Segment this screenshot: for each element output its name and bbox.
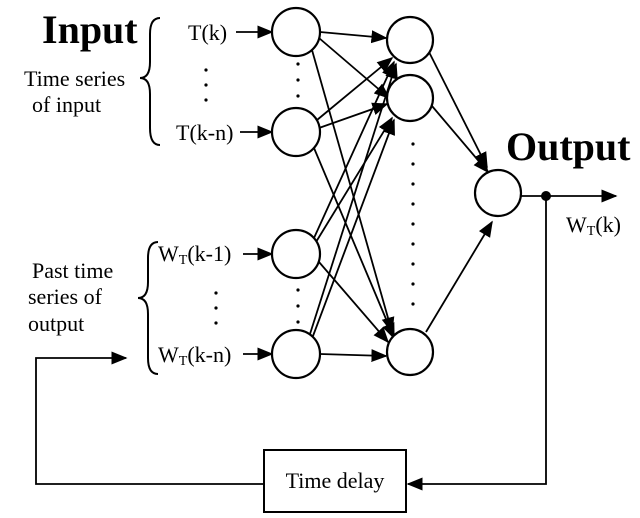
input-to-hidden-edges bbox=[309, 30, 398, 363]
input-node-w-k-1 bbox=[270, 228, 322, 280]
hidden-node-3 bbox=[385, 327, 435, 377]
input-node-t-k-n bbox=[270, 106, 322, 158]
hidden-node-2 bbox=[385, 73, 435, 123]
feedback-line-from-delay bbox=[35, 351, 264, 485]
past-desc-line2: series of bbox=[28, 284, 103, 309]
input-group-description: Time series of input bbox=[24, 66, 125, 117]
input-node-w-k-n bbox=[270, 328, 322, 380]
input-desc-line2: of input bbox=[32, 92, 101, 117]
time-delay-box bbox=[263, 449, 407, 513]
input-title: Input bbox=[42, 7, 138, 52]
input-label-w-k-n: WT(k-n) bbox=[158, 342, 231, 369]
hidden-layer-ellipsis bbox=[411, 142, 415, 306]
past-output-group-description: Past time series of output bbox=[28, 258, 113, 336]
input-label-t-k-n: T(k-n) bbox=[176, 120, 233, 145]
input-brace bbox=[139, 17, 161, 146]
input-label-w-k-1: WT(k-1) bbox=[158, 241, 231, 268]
hidden-to-output-edges bbox=[425, 49, 493, 333]
input-label-ellipsis-bottom bbox=[214, 291, 218, 325]
input-node-t-k bbox=[270, 6, 322, 58]
time-delay-label: Time delay bbox=[286, 468, 385, 493]
output-title: Output bbox=[506, 124, 631, 169]
past-desc-line1: Past time bbox=[32, 258, 113, 283]
input-desc-line1: Time series bbox=[24, 66, 125, 91]
input-label-ellipsis-top bbox=[204, 68, 208, 102]
past-output-brace bbox=[137, 241, 159, 375]
input-layer-ellipsis-top bbox=[296, 62, 300, 98]
past-desc-line3: output bbox=[28, 311, 84, 336]
output-node bbox=[473, 168, 523, 218]
input-label-t-k: T(k) bbox=[188, 20, 227, 45]
feedback-line-to-delay bbox=[406, 196, 547, 491]
hidden-node-1 bbox=[385, 15, 435, 65]
input-layer-ellipsis-bottom bbox=[296, 288, 300, 324]
output-label-w-k: WT(k) bbox=[566, 212, 621, 239]
